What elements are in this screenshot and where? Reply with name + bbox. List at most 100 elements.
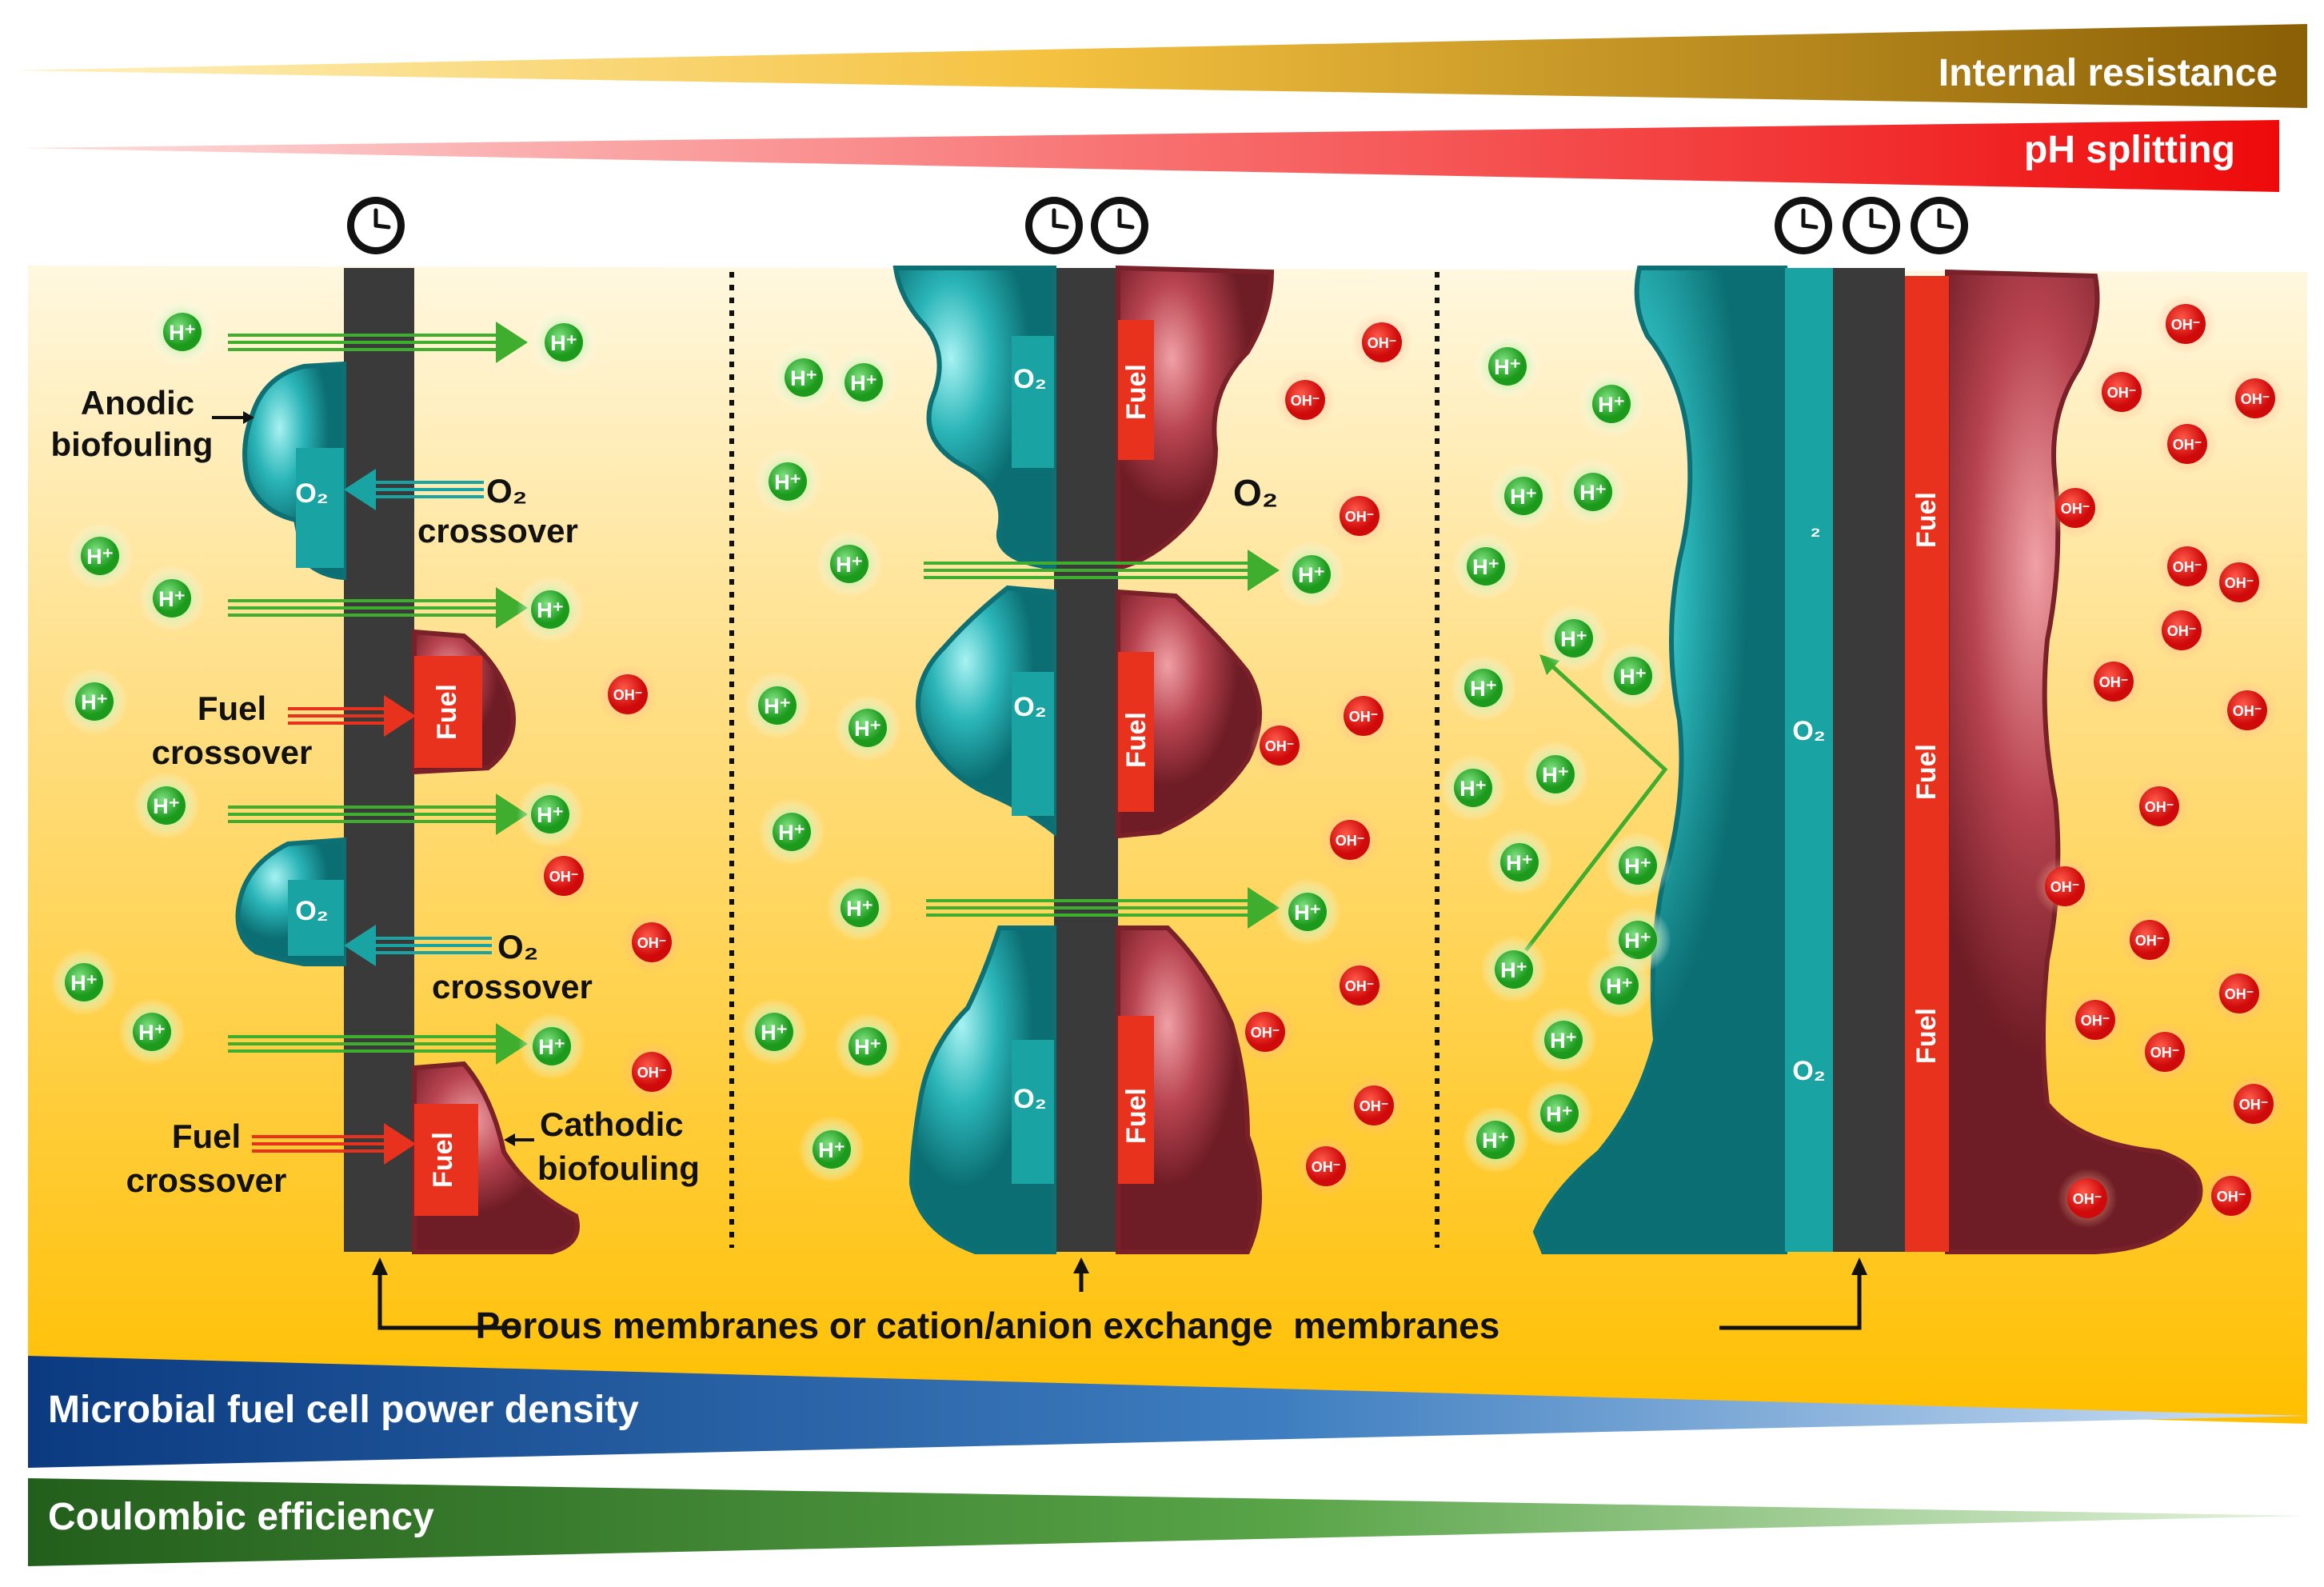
hydroxide-ion: OH⁻ — [2223, 1073, 2284, 1134]
fuel-crossover-1-line2: crossover — [152, 734, 313, 771]
proton-ion: H⁺ — [1490, 462, 1557, 530]
hydroxide-ion: OH⁻ — [2045, 478, 2106, 538]
svg-text:H⁺: H⁺ — [1542, 763, 1569, 787]
clock-icon — [1843, 197, 1900, 254]
svg-text:OH⁻: OH⁻ — [2233, 703, 2262, 719]
anodic-biofouling-panel-2 — [892, 266, 1056, 1254]
proton-ion: H⁺ — [1278, 541, 1345, 608]
proton-ion: H⁺ — [1474, 333, 1541, 400]
hydroxide-ion: OH⁻ — [1344, 1075, 1404, 1136]
cathodic-deposit-panel-1a — [412, 629, 516, 775]
svg-text:H⁺: H⁺ — [761, 1021, 788, 1045]
svg-text:H⁺: H⁺ — [774, 470, 801, 494]
hydroxide-ion: OH⁻ — [621, 912, 682, 973]
hydroxide-ion: OH⁻ — [1329, 486, 1390, 546]
svg-text:H⁺: H⁺ — [537, 803, 564, 827]
svg-text:OH⁻: OH⁻ — [2050, 879, 2080, 895]
proton-ion: H⁺ — [1522, 741, 1589, 808]
svg-text:OH⁻: OH⁻ — [1291, 393, 1320, 409]
crossover-arrow-reverse — [344, 469, 484, 510]
crossover-arrow — [252, 1123, 416, 1165]
fuel-label-p3a: Fuel — [1911, 492, 1942, 548]
proton-ion: H⁺ — [1530, 1006, 1597, 1073]
svg-text:OH⁻: OH⁻ — [1312, 1159, 1341, 1175]
svg-text:OH⁻: OH⁻ — [1360, 1098, 1389, 1114]
proton-ion: H⁺ — [530, 309, 597, 376]
hydroxide-ion: OH⁻ — [2201, 1165, 2262, 1226]
cathodic-biofouling-panel-3 — [1905, 269, 2203, 1254]
proton-ion: H⁺ — [1450, 654, 1517, 722]
proton-ion: H⁺ — [1462, 1106, 1529, 1173]
proton-ion: H⁺ — [816, 530, 883, 598]
svg-text:H⁺: H⁺ — [153, 794, 180, 818]
proton-ion: H⁺ — [1452, 533, 1519, 600]
proton-ion: H⁺ — [518, 1013, 585, 1080]
crossover-arrow — [926, 887, 1280, 929]
crossover-arrow — [228, 794, 528, 835]
svg-text:H⁺: H⁺ — [1598, 393, 1625, 417]
hydroxide-ion: OH⁻ — [2065, 989, 2126, 1050]
hydroxide-ion: OH⁻ — [1329, 955, 1390, 1016]
membrane-panel-2 — [1054, 268, 1118, 1252]
anodic-pointer-head — [243, 411, 254, 424]
hydroxide-ion: OH⁻ — [2057, 1168, 2118, 1229]
internal-resistance-bar — [12, 24, 2307, 108]
svg-text:OH⁻: OH⁻ — [2241, 391, 2270, 407]
proton-ion: H⁺ — [1440, 754, 1507, 821]
svg-text:H⁺: H⁺ — [854, 1035, 881, 1059]
svg-text:H⁺: H⁺ — [836, 553, 863, 577]
svg-text:OH⁻: OH⁻ — [1349, 709, 1379, 725]
proton-ion: H⁺ — [50, 949, 118, 1016]
crossover-arrow — [288, 695, 416, 737]
fuel-label-p2a: Fuel — [1121, 364, 1152, 420]
fuel-label-p2c: Fuel — [1121, 1088, 1152, 1144]
svg-text:H⁺: H⁺ — [1619, 665, 1647, 689]
crossover-arrow — [228, 322, 528, 363]
svg-text:H⁺: H⁺ — [1624, 929, 1651, 953]
svg-text:OH⁻: OH⁻ — [1345, 509, 1375, 525]
svg-text:H⁺: H⁺ — [550, 331, 577, 355]
proton-ion: H⁺ — [1274, 878, 1341, 945]
anodic-biofouling-label-2: biofouling — [51, 426, 214, 463]
svg-text:OH⁻: OH⁻ — [2081, 1013, 2110, 1029]
hydroxide-ion: OH⁻ — [2134, 1021, 2195, 1082]
svg-text:H⁺: H⁺ — [537, 598, 564, 622]
svg-text:OH⁻: OH⁻ — [2167, 623, 2197, 639]
clock-icon — [1091, 197, 1148, 254]
proton-ion: H⁺ — [1599, 642, 1667, 710]
hydroxide-ion: OH⁻ — [1352, 312, 1412, 373]
hydroxide-ion: OH⁻ — [1275, 370, 1336, 430]
proton-ion: H⁺ — [744, 672, 811, 739]
svg-text:H⁺: H⁺ — [1560, 627, 1587, 651]
svg-text:H⁺: H⁺ — [158, 587, 186, 611]
clock-icon — [1775, 197, 1832, 254]
svg-text:H⁺: H⁺ — [790, 366, 817, 390]
hydroxide-ion: OH⁻ — [2083, 651, 2144, 712]
membrane-panel-3 — [1833, 268, 1905, 1252]
svg-text:OH⁻: OH⁻ — [2171, 317, 2201, 333]
hydroxide-ion: OH⁻ — [2034, 856, 2095, 917]
anodic-biofouling-panel-3 — [1532, 266, 1833, 1254]
svg-text:H⁺: H⁺ — [86, 545, 114, 569]
fuel-label-p3b: Fuel — [1911, 744, 1942, 800]
o2-label-p2b: O₂ — [1013, 692, 1047, 722]
proton-ion: H⁺ — [834, 694, 901, 762]
anodic-biofouling-panel-1a — [242, 361, 346, 581]
proton-ion: H⁺ — [758, 798, 825, 865]
crossover-arrow-reverse — [344, 925, 492, 966]
internal-resistance-label: Internal resistance — [1939, 52, 2278, 94]
hydroxide-ion: OH⁻ — [2119, 909, 2180, 970]
ions-layer: H⁺H⁺H⁺H⁺H⁺H⁺H⁺H⁺H⁺H⁺H⁺OH⁻OH⁻OH⁻OH⁻H⁺H⁺H⁺… — [50, 294, 2286, 1229]
hydroxide-ion: OH⁻ — [2217, 680, 2278, 741]
proton-ion: H⁺ — [149, 298, 216, 366]
fuel-label-p1a: Fuel — [432, 684, 462, 740]
proton-ion: H⁺ — [834, 1013, 901, 1080]
svg-text:H⁺: H⁺ — [138, 1021, 166, 1045]
hydroxide-ion: OH⁻ — [2091, 362, 2152, 422]
crossover-arrow — [228, 587, 528, 629]
cathodic-biofouling-panel-2 — [1116, 265, 1275, 1254]
cathodic-biofouling-label-1: Cathodic — [540, 1105, 684, 1143]
svg-text:H⁺: H⁺ — [850, 371, 877, 395]
o2-label-p1b: O₂ — [295, 896, 329, 926]
o2-crossover-2-line1: O₂ — [497, 928, 538, 965]
